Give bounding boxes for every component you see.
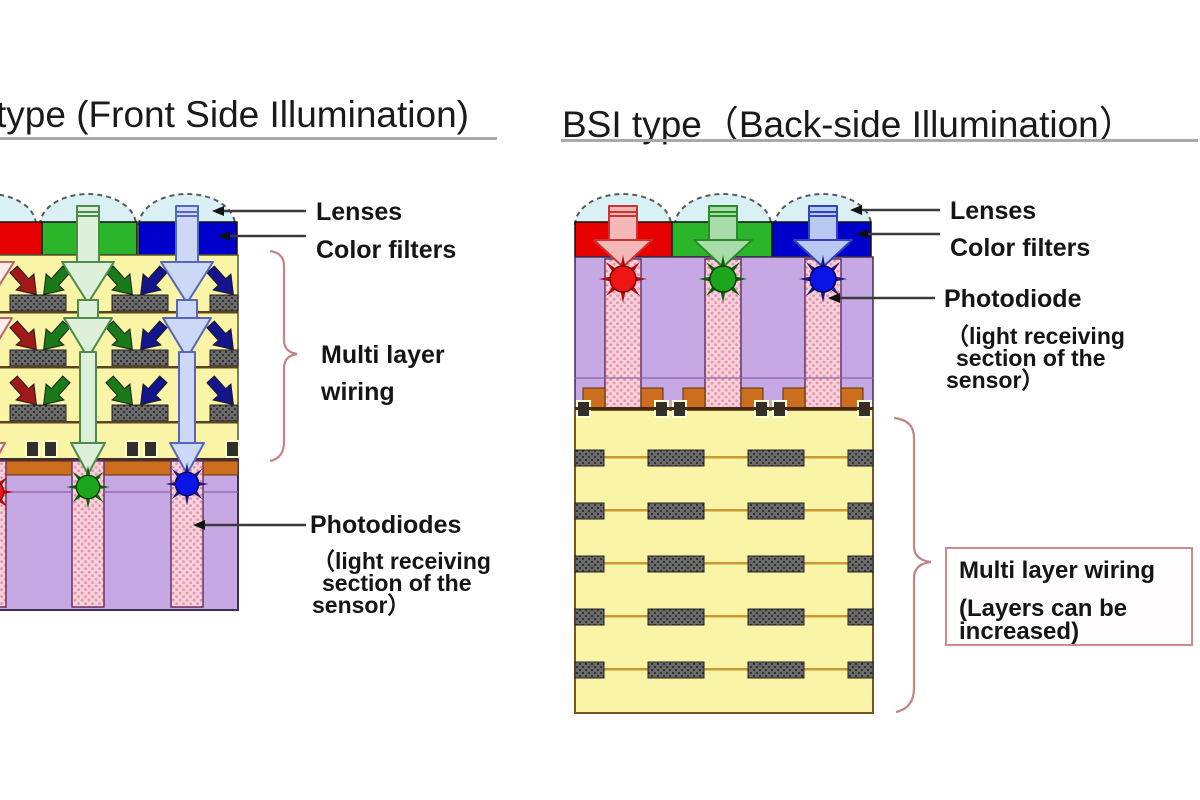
bsi-multilayer-box-sub: (Layers can be increased) <box>959 595 1128 645</box>
photodiode-starburst-green <box>699 255 747 303</box>
substrate-boundary <box>575 407 873 410</box>
light-arrow-green <box>693 205 753 268</box>
light-arrow-green <box>61 205 115 475</box>
wiring-bars <box>9 294 239 422</box>
fsi-title: type (Front Side Illumination) <box>0 94 469 135</box>
light-arrow-blue <box>793 205 853 268</box>
bsi-multilayer-box-title: Multi layer wiring <box>959 557 1156 584</box>
bsi-label-lenses: Lenses <box>950 197 1037 225</box>
bsi-title-rule <box>561 139 1198 142</box>
bsi-leader-lines <box>839 208 940 300</box>
photodiode-starburst-red <box>599 255 647 303</box>
fsi-label-color-filters: Color filters <box>316 236 457 264</box>
bsi-title: BSI type（Back-side Illumination） <box>562 104 1136 145</box>
color-filter-red <box>0 221 43 256</box>
wiring-region <box>574 409 874 714</box>
fsi-label-photodiodes-sub: （light receiving section of the sensor） <box>312 548 491 618</box>
bsi-label-photodiode: Photodiode <box>944 285 1082 313</box>
light-arrow-red <box>0 261 15 455</box>
bsi-multilayer-brace <box>893 416 932 714</box>
light-arrow-blue <box>160 205 214 475</box>
photodiode-starburst-red <box>0 470 14 514</box>
bsi-label-photodiode-sub: （light receiving section of the sensor） <box>946 323 1125 393</box>
wiring-layer-lines <box>0 311 238 424</box>
bsi-leader-arrowheads <box>828 205 868 303</box>
photodiode-starburst-blue <box>165 462 209 506</box>
gate-structures <box>576 400 872 418</box>
fsi-leader-lines <box>203 209 306 527</box>
lens-dome <box>0 193 237 226</box>
gate-structures <box>25 440 240 458</box>
fsi-label-multi-layer-1: Multi layer <box>321 341 445 369</box>
fsi-multilayer-brace <box>269 249 298 463</box>
wiring-layer-lines <box>575 456 873 671</box>
fsi-label-photodiodes: Photodiodes <box>310 511 462 539</box>
fsi-leader-arrowheads <box>193 206 230 530</box>
fsi-label-lenses: Lenses <box>316 198 403 226</box>
bsi-diagram <box>573 193 940 714</box>
photodiode-starburst-green <box>66 465 110 509</box>
fsi-diagram <box>0 193 306 611</box>
bsi-label-color-filters: Color filters <box>950 234 1091 262</box>
light-arrow-red <box>593 205 653 268</box>
fsi-label-multi-layer-2: wiring <box>321 378 395 406</box>
wiring-bars <box>574 449 874 679</box>
photodiode-starburst-blue <box>799 255 847 303</box>
bsi-multilayer-box: Multi layer wiring (Layers can be increa… <box>945 547 1193 646</box>
fsi-title-rule <box>0 137 497 140</box>
